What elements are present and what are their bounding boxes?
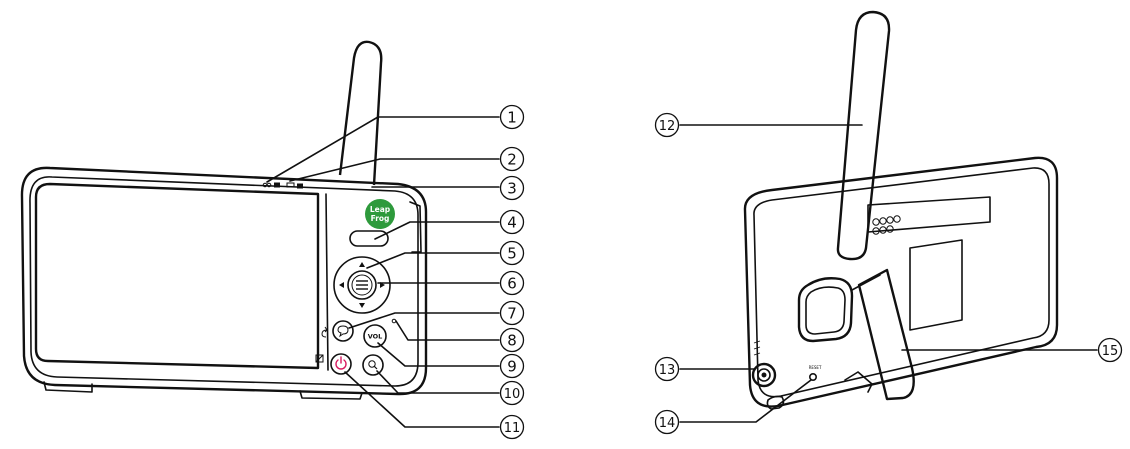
- control-panel-divider: [325, 193, 329, 371]
- back-callouts: 12 13 14 15: [654, 112, 1123, 435]
- svg-text:1: 1: [507, 109, 517, 127]
- logo-text-line1: Leap: [370, 205, 391, 214]
- back-view: RESET: [743, 10, 1059, 410]
- night-light-button[interactable]: [349, 230, 389, 247]
- callout-5: 5: [499, 240, 525, 266]
- moon-icon: [366, 235, 373, 243]
- reset-button[interactable]: [808, 372, 817, 381]
- screen-off-icon: [315, 354, 324, 363]
- front-body-outer: [20, 166, 428, 396]
- dc-jack-inner: [757, 368, 771, 382]
- back-top-slot: [867, 196, 991, 233]
- power-icon: [335, 356, 347, 370]
- triangle-left-icon[interactable]: [339, 282, 344, 288]
- triangle-down-icon[interactable]: [359, 303, 365, 308]
- menu-button-inner: [351, 274, 373, 296]
- front-antenna: [338, 40, 383, 186]
- back-stand: [857, 268, 915, 401]
- svg-text:4: 4: [507, 214, 517, 232]
- speech-bubble-icon: [337, 325, 349, 338]
- side-label-marks: [753, 340, 761, 356]
- leapfrog-logo: [365, 199, 395, 229]
- back-stand-inner: [851, 274, 881, 291]
- nav-pad[interactable]: [333, 256, 391, 314]
- svg-text:5: 5: [507, 245, 517, 263]
- front-leader-lines: [266, 116, 500, 428]
- power-button[interactable]: [330, 353, 352, 375]
- zoom-button[interactable]: [362, 354, 384, 376]
- callout-8: 8: [499, 327, 525, 353]
- battery-indicator-icon: [286, 182, 295, 188]
- front-body-inner: [29, 176, 419, 387]
- svg-text:15: 15: [1102, 344, 1119, 359]
- back-stand-base: [844, 371, 873, 393]
- back-body-inner: [753, 167, 1050, 398]
- reset-label: RESET: [809, 365, 822, 370]
- volume-button-label: VOL: [368, 333, 383, 341]
- callout-11: 11: [499, 414, 525, 440]
- back-antenna: [836, 10, 891, 261]
- front-foot: [43, 381, 93, 393]
- back-label-panel: [909, 239, 963, 331]
- svg-text:3: 3: [507, 180, 517, 198]
- svg-text:9: 9: [507, 358, 517, 376]
- callout-15: 15: [1097, 337, 1123, 363]
- callout-10: 10: [499, 380, 525, 406]
- back-leader-lines: [679, 124, 1098, 423]
- callout-14: 14: [654, 409, 680, 435]
- svg-text:6: 6: [507, 275, 517, 293]
- callout-7: 7: [499, 300, 525, 326]
- back-foot: [766, 395, 785, 410]
- led-2: [297, 183, 303, 189]
- led-1: [274, 182, 280, 188]
- menu-button[interactable]: [347, 270, 377, 300]
- front-screen: [34, 182, 320, 370]
- dc-jack-pin: [761, 372, 767, 378]
- svg-text:12: 12: [659, 119, 676, 134]
- logo-text-line2: Frog: [371, 214, 390, 223]
- speaker-holes: [872, 215, 901, 235]
- volume-button[interactable]: [363, 324, 387, 348]
- svg-text:8: 8: [507, 332, 517, 350]
- dc-jack: [751, 362, 777, 388]
- front-view: Leap Frog VOL: [20, 40, 428, 400]
- svg-text:2: 2: [507, 151, 517, 169]
- callout-12: 12: [654, 112, 680, 138]
- callout-4: 4: [499, 209, 525, 235]
- svg-text:10: 10: [504, 387, 521, 402]
- callout-6: 6: [499, 270, 525, 296]
- back-arrow-icon: [321, 326, 328, 338]
- led-link-symbol: [266, 182, 272, 188]
- front-side-edge: [409, 201, 422, 253]
- svg-text:14: 14: [659, 416, 676, 431]
- talk-button[interactable]: [332, 320, 354, 342]
- menu-icon: [356, 280, 368, 290]
- zoom-icon: [368, 360, 378, 370]
- back-body-outer: [743, 156, 1059, 408]
- svg-text:7: 7: [507, 305, 517, 323]
- callout-2: 2: [499, 146, 525, 172]
- callout-9: 9: [499, 353, 525, 379]
- svg-text:13: 13: [659, 363, 676, 378]
- callout-13: 13: [654, 356, 680, 382]
- front-callouts: 1 2 3 4 5 6 7 8 9 10 11: [499, 104, 525, 440]
- back-emboss-outer: [797, 277, 854, 343]
- front-foot: [299, 390, 363, 400]
- svg-text:11: 11: [504, 421, 521, 436]
- triangle-up-icon[interactable]: [359, 262, 365, 267]
- back-emboss-inner: [805, 286, 846, 335]
- callout-1: 1: [499, 104, 525, 130]
- callout-3: 3: [499, 175, 525, 201]
